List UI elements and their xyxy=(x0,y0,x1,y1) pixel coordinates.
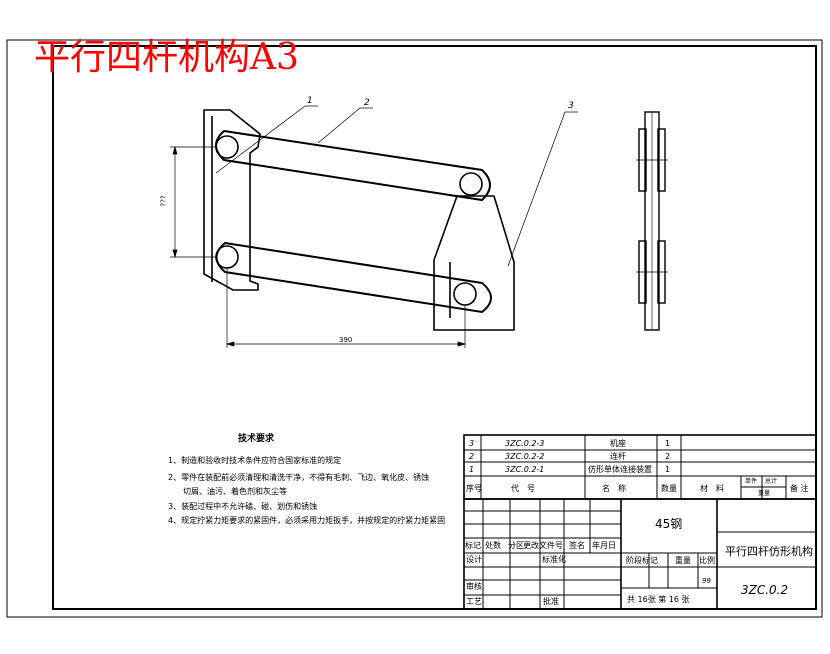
upper-link xyxy=(215,129,491,202)
part-row-2-seq: 2 xyxy=(469,452,475,461)
tech-requirements-title: 技术要求 xyxy=(238,434,275,444)
scale-value: 99 xyxy=(702,577,711,585)
header-single: 单件 xyxy=(745,478,758,485)
tech-note-2-cont: 切屑、油污、着色剂和灰尘等 xyxy=(183,487,287,496)
header-remark: 备 注 xyxy=(790,484,809,493)
pin-lower-left xyxy=(215,245,239,269)
label-review: 审核 xyxy=(466,582,482,591)
label-approve: 批准 xyxy=(543,597,559,606)
tech-note-1: 1、制造和验收时技术条件应符合国家标准的规定 xyxy=(168,456,342,465)
outer-frame xyxy=(6,39,823,618)
front-view xyxy=(203,109,515,331)
pin-upper-left xyxy=(215,135,239,159)
pin-upper-right xyxy=(459,172,483,196)
label-zone: 分区 xyxy=(508,541,524,550)
label-signature: 签名 xyxy=(569,541,585,550)
part-row-1-qty: 1 xyxy=(665,465,671,474)
part-row-2-qty: 2 xyxy=(665,452,671,461)
label-weight: 重量 xyxy=(675,556,691,565)
header-name: 名 称 xyxy=(602,484,626,493)
part-row-2-code: 3ZC.0.2-2 xyxy=(505,452,545,461)
balloon-1: 1 xyxy=(307,96,313,106)
balloon-2: 2 xyxy=(364,98,370,108)
part-row-3-seq: 3 xyxy=(469,439,475,448)
header-total: 总计 xyxy=(765,478,778,485)
part-row-2-name: 连杆 xyxy=(610,452,626,461)
label-scale: 比例 xyxy=(699,556,715,565)
part-row-1-code: 3ZC.0.2-1 xyxy=(505,465,545,474)
material-value: 45钢 xyxy=(655,517,683,531)
label-date: 年月日 xyxy=(592,541,616,550)
tech-note-4: 4、规定拧紧力矩要求的紧固件，必须采用力矩扳手，并按规定的拧紧力矩紧固 xyxy=(168,516,446,525)
header-weight: 重量 xyxy=(758,490,771,497)
part-row-3-qty: 1 xyxy=(665,439,671,448)
tech-note-2: 2、零件在装配前必须清理和清洗干净，不得有毛刺、飞边、氧化皮、锈蚀 xyxy=(168,473,430,482)
drawing-name: 平行四杆仿形机构 xyxy=(725,545,813,558)
header-code: 代 号 xyxy=(511,484,535,493)
balloon-3: 3 xyxy=(568,101,574,111)
tech-note-3: 3、装配过程中不允许磕、碰、划伤和锈蚀 xyxy=(168,502,318,511)
header-material: 材 料 xyxy=(700,484,724,493)
sheet-title: 平行四杆机构A3 xyxy=(34,37,299,78)
label-standardize: 标准化 xyxy=(542,555,566,564)
label-design: 设计 xyxy=(466,555,482,564)
leader-lines xyxy=(215,105,578,267)
drawing-number: 3ZC.0.2 xyxy=(741,583,789,597)
title-block-grid xyxy=(463,434,817,610)
part-row-3-name: 机座 xyxy=(610,439,626,448)
dimension-lines xyxy=(170,145,467,348)
part-row-1-seq: 1 xyxy=(469,465,475,474)
side-view xyxy=(636,111,668,331)
label-mark: 标记 xyxy=(465,541,481,550)
header-qty: 数量 xyxy=(661,484,677,493)
header-seq: 序号 xyxy=(466,484,482,493)
dimension-vertical: ??? xyxy=(159,195,168,207)
left-bracket xyxy=(203,109,261,291)
label-stage-mark: 阶段标记 xyxy=(626,556,658,565)
inner-frame xyxy=(52,45,817,610)
sheet-count: 共 16张 第 16 张 xyxy=(627,595,690,604)
part-row-1-name: 仿形单体连接装置 xyxy=(588,465,652,474)
part-row-3-code: 3ZC.0.2-3 xyxy=(505,439,545,448)
dimension-horizontal: 390 xyxy=(339,336,353,344)
pin-lower-right xyxy=(453,282,477,306)
label-count: 处数 xyxy=(485,541,501,550)
label-process: 工艺 xyxy=(466,597,482,606)
label-change-doc: 更改文件号 xyxy=(523,541,563,550)
